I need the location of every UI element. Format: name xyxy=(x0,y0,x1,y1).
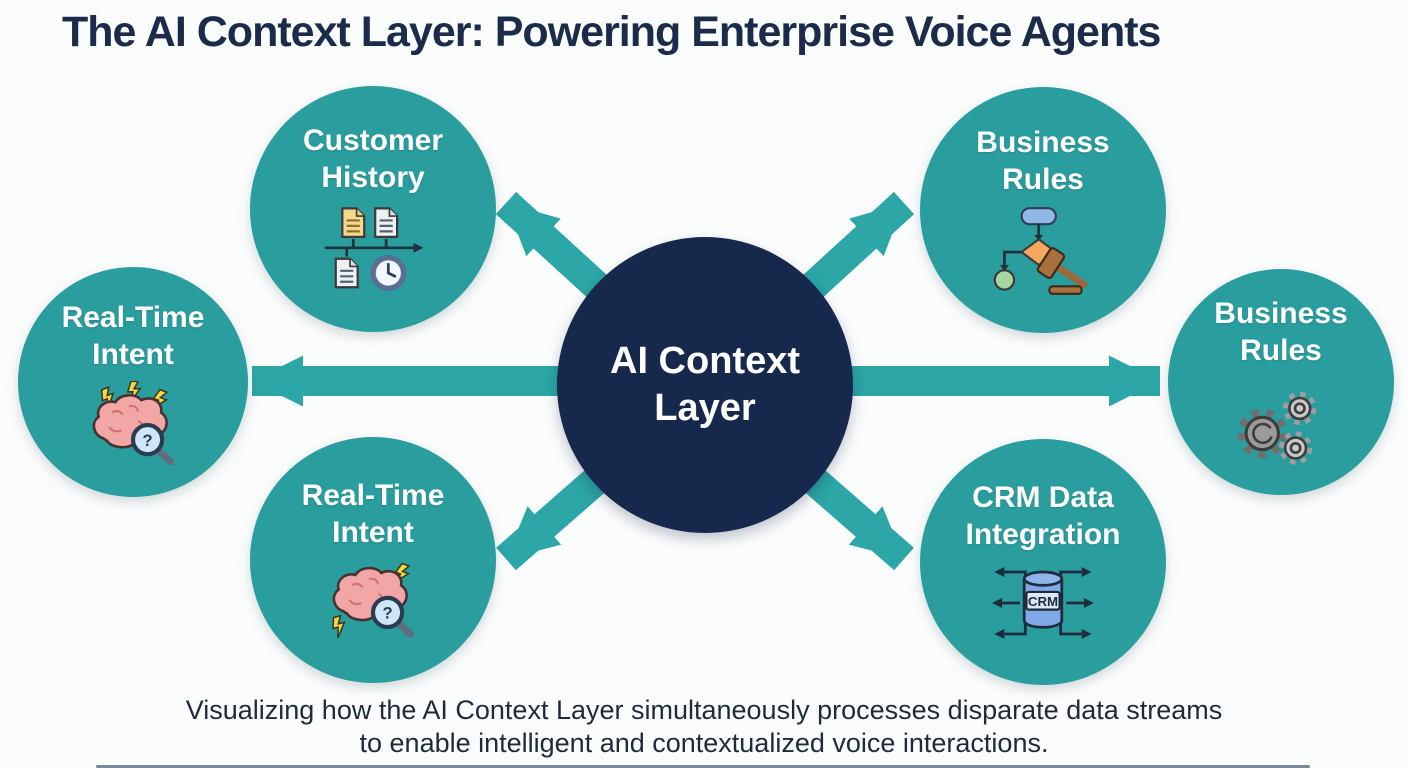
node-label-line: Customer xyxy=(302,124,444,157)
page-title: The AI Context Layer: Powering Enterpris… xyxy=(62,8,1161,56)
caption: Visualizing how the AI Context Layer sim… xyxy=(0,694,1408,760)
node-label-line: CRM Data xyxy=(972,481,1114,514)
question-mark-glyph: ? xyxy=(142,431,152,450)
node-label-line: Real-Time xyxy=(61,301,205,334)
center-node-ai-context-layer: AI Context Layer xyxy=(557,237,853,533)
center-label-line: AI Context xyxy=(610,340,800,382)
node-label-line: Intent xyxy=(92,338,174,371)
gears-icon xyxy=(1237,391,1317,465)
brain-intent-icon: ? xyxy=(332,562,415,639)
node-label: Real-Time Intent xyxy=(302,477,445,551)
node-label-line: Business xyxy=(976,126,1110,159)
node-label-line: Integration xyxy=(965,518,1121,551)
node-label: CRM Data Integration xyxy=(966,479,1121,553)
node-customer-history: Customer History xyxy=(250,86,496,332)
bottom-crop-line xyxy=(96,765,1310,768)
clock-icon xyxy=(370,254,407,292)
node-real-time-intent-bottom: Real-Time Intent ? xyxy=(250,437,496,683)
node-label-line: Rules xyxy=(1002,163,1084,196)
question-mark-glyph: ? xyxy=(382,604,392,623)
node-label: Real-Time Intent xyxy=(62,299,205,373)
node-label-line: Rules xyxy=(1240,334,1322,367)
caption-line: Visualizing how the AI Context Layer sim… xyxy=(185,695,1223,725)
center-node-label: AI Context Layer xyxy=(610,338,800,432)
gear-small-bottom xyxy=(1278,431,1313,465)
magnifier-icon: ? xyxy=(370,595,415,638)
timeline-documents-icon xyxy=(324,207,424,292)
node-business-rules-top: Business Rules xyxy=(920,87,1166,333)
magnifier-icon: ? xyxy=(130,423,175,465)
node-business-rules-right: Business Rules xyxy=(1168,269,1394,495)
center-label-line: Layer xyxy=(654,387,756,429)
node-crm-data-integration: CRM Data Integration xyxy=(920,439,1166,685)
gear-small-top xyxy=(1283,391,1317,426)
node-label-line: Real-Time xyxy=(301,479,445,512)
node-label-line: History xyxy=(321,161,425,194)
node-label-line: Intent xyxy=(332,516,414,549)
gavel-icon xyxy=(1036,247,1088,295)
caption-line: to enable intelligent and contextualized… xyxy=(359,728,1049,758)
crm-database-icon: CRM xyxy=(992,567,1094,639)
node-label: Business Rules xyxy=(976,124,1109,198)
crm-label: CRM xyxy=(1028,594,1058,609)
node-label-line: Business xyxy=(1214,297,1348,330)
flowchart-gavel-icon xyxy=(993,207,1088,295)
brain-intent-icon: ? xyxy=(92,381,175,465)
gear-large xyxy=(1237,408,1288,459)
node-label: Business Rules xyxy=(1214,295,1347,369)
node-label: Customer History xyxy=(303,122,443,196)
node-real-time-intent-left: Real-Time Intent ? xyxy=(18,267,248,497)
